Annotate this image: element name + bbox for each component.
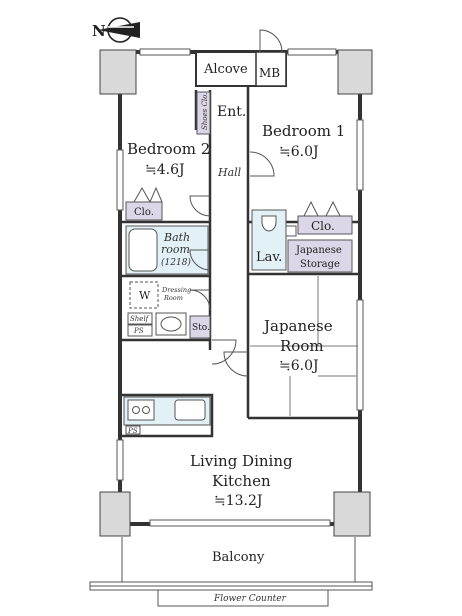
label-japanese-room-line1: Japanese <box>262 317 333 335</box>
label-alcove: Alcove <box>203 62 248 77</box>
label-bedroom2: Bedroom 2 <box>127 140 210 158</box>
label-washer: W <box>139 289 151 302</box>
shoes-closet <box>196 91 211 135</box>
label-closet-right: Clo. <box>311 219 335 233</box>
windows <box>116 48 364 527</box>
kitchen-fixtures <box>123 396 211 435</box>
label-japanese-storage-line2: Storage <box>300 259 340 270</box>
balcony-area <box>89 537 373 607</box>
label-flower-counter: Flower Counter <box>213 594 287 604</box>
label-bedroom2-size: ≒4.6J <box>145 162 185 178</box>
label-bedroom1: Bedroom 1 <box>262 122 345 140</box>
label-japanese-storage-line1: Japanese <box>295 245 342 256</box>
lavatory-fixtures <box>251 209 297 271</box>
label-lavatory: Lav. <box>256 250 282 265</box>
label-shelf: Shelf <box>130 315 150 323</box>
tatami-mats <box>250 276 358 416</box>
label-ps-top: PS <box>133 327 144 335</box>
label-ldk-size: ≒13.2J <box>214 493 263 509</box>
dressing-fixtures <box>129 281 187 336</box>
label-shoes-closet: Shoes Clo. <box>201 93 209 130</box>
label-ldk-line1: Living Dining <box>190 452 293 470</box>
label-japanese-room-line2: Room <box>280 337 324 355</box>
label-storage: Sto. <box>192 323 210 333</box>
compass-icon <box>98 17 140 43</box>
label-hall: Hall <box>217 166 242 179</box>
door-swings <box>133 29 341 377</box>
closets <box>125 201 353 339</box>
label-dressing-line2: Room <box>163 294 183 302</box>
label-entrance: Ent. <box>217 104 246 120</box>
label-ldk-line2: Kitchen <box>212 472 271 490</box>
label-bathroom-line2: room <box>161 243 190 256</box>
label-balcony: Balcony <box>212 550 265 565</box>
label-bathroom-code: (1218) <box>161 257 191 268</box>
label-dressing-line1: Dressing <box>161 286 191 294</box>
label-bathroom-line1: Bath <box>163 231 190 244</box>
label-closet-left: Clo. <box>134 207 154 218</box>
compass-letter: N <box>92 22 106 40</box>
label-japanese-room-size: ≒6.0J <box>279 358 319 374</box>
label-ps-bottom: PS <box>127 427 138 435</box>
label-mb: MB <box>259 66 280 80</box>
label-bedroom1-size: ≒6.0J <box>279 144 319 160</box>
exterior-walls <box>99 49 373 537</box>
